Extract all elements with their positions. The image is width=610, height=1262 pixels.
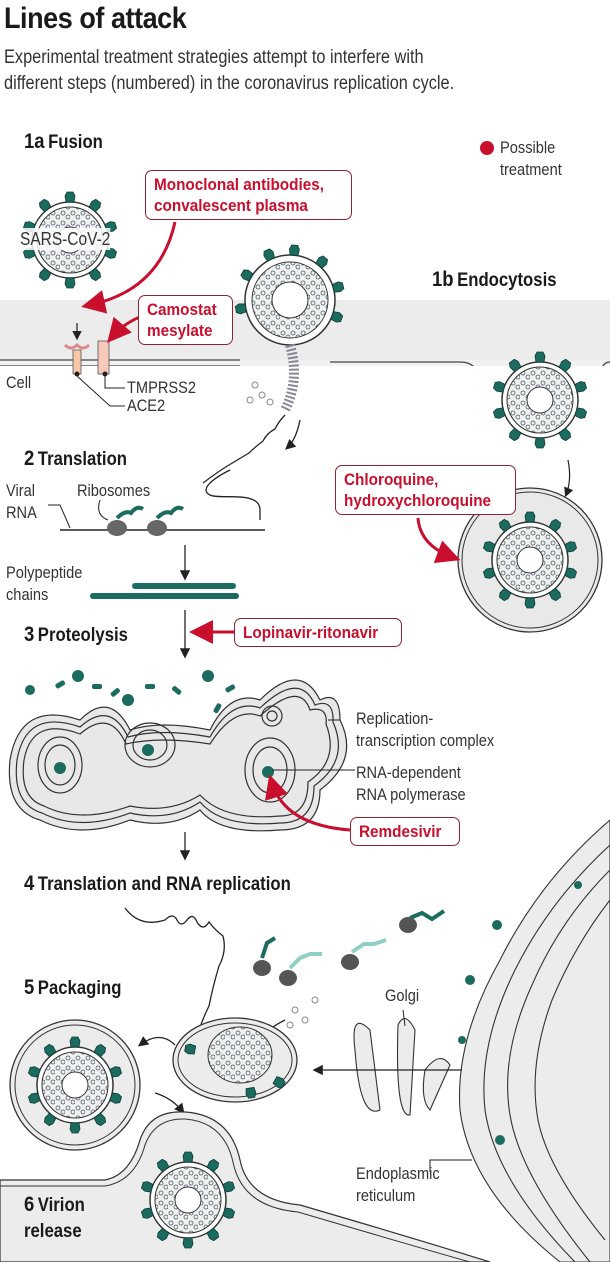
viral-rna-label: Viral RNA — [6, 480, 37, 524]
step-number: 5 — [24, 976, 35, 999]
step-name: Virion — [37, 1195, 85, 1216]
step-number: 1a — [24, 130, 45, 153]
step-number: 1b — [432, 268, 454, 291]
treatment-lopinavir-ritonavir: Lopinavir-ritonavir — [234, 618, 403, 647]
step-name: Packaging — [37, 978, 122, 999]
treatment-text: Chloroquine, — [344, 470, 439, 489]
polypeptide-label: Polypeptide chains — [6, 562, 82, 606]
ace2-receptor — [63, 342, 91, 377]
arrow-monoclonal — [81, 221, 177, 314]
plasma-membrane-bottom — [0, 1111, 491, 1262]
label-line: Endoplasmic — [356, 1164, 440, 1183]
treatment-chloroquine: Chloroquine, hydroxychloroquine — [335, 465, 517, 515]
treatment-text: Monoclonal antibodies, — [154, 175, 325, 194]
legend-text: Possible treatment — [500, 137, 562, 181]
er-label: Endoplasmic reticulum — [356, 1163, 440, 1207]
label-line: chains — [6, 585, 49, 604]
treatment-remdesivir: Remdesivir — [350, 817, 460, 846]
treatment-text: Lopinavir-ritonavir — [243, 623, 379, 642]
page-title: Lines of attack — [4, 2, 187, 35]
step-number: 3 — [24, 623, 35, 646]
step-number: 2 — [24, 447, 35, 470]
subtitle-line: different steps (numbered) in the corona… — [4, 73, 455, 94]
page-subtitle: Experimental treatment strategies attemp… — [4, 45, 454, 97]
step-name: release — [24, 1221, 82, 1242]
golgi-label: Golgi — [385, 986, 420, 1005]
step-number: 6 — [24, 1193, 35, 1216]
label-line: reticulum — [356, 1186, 416, 1205]
ribosome — [341, 938, 387, 970]
virus-label: SARS-CoV-2 — [20, 228, 111, 250]
treatment-text: hydroxychloroquine — [344, 491, 492, 510]
cell-label: Cell — [6, 373, 32, 392]
fusing-virion — [234, 244, 345, 346]
tmprss2-label: TMPRSS2 — [127, 378, 197, 397]
label-line: transcription complex — [356, 731, 495, 750]
label-line: Viral — [6, 481, 35, 500]
treatment-text: Remdesivir — [359, 822, 442, 841]
label-line: Polypeptide — [6, 563, 83, 582]
ribosome — [279, 952, 322, 986]
endoplasmic-reticulum — [458, 819, 610, 1262]
step-name: Proteolysis — [37, 625, 128, 646]
new-rna-coil — [124, 907, 225, 1047]
packaging-vesicle — [172, 1017, 298, 1103]
label-line: RNA — [6, 503, 37, 522]
treatment-monoclonal-antibodies: Monoclonal antibodies, convalescent plas… — [145, 170, 352, 220]
ribosome — [147, 505, 185, 536]
subtitle-line: Experimental treatment strategies attemp… — [4, 47, 424, 68]
packaged-virion — [9, 1019, 141, 1151]
legend-line: Possible — [500, 138, 556, 157]
step-name: Endocytosis — [457, 270, 557, 291]
label-line: RNA polymerase — [356, 785, 466, 804]
treatment-camostat-mesylate: Camostat mesylate — [138, 295, 234, 345]
treatment-text: convalescent plasma — [154, 196, 308, 215]
treatment-text: Camostat — [147, 300, 217, 319]
ribosome — [399, 909, 446, 933]
treatment-text: mesylate — [147, 321, 213, 340]
viral-rna-coil — [202, 414, 286, 484]
step-number: 4 — [24, 872, 35, 895]
step-name: Translation and RNA replication — [37, 874, 291, 895]
step-name: Fusion — [48, 132, 103, 153]
legend-line: treatment — [500, 160, 562, 179]
red-dot-icon — [480, 141, 494, 155]
golgi — [353, 1018, 451, 1116]
ace2-label: ACE2 — [127, 396, 166, 415]
ribosomes-label: Ribosomes — [77, 481, 151, 500]
ribosome — [107, 505, 145, 536]
step-name: Translation — [37, 449, 128, 470]
label-line: RNA-dependent — [356, 763, 461, 782]
label-line: Replication- — [356, 709, 434, 728]
tmprss2-receptor — [97, 340, 110, 377]
rtc-label: Replication- transcription complex — [356, 708, 494, 752]
replication-transcription-complex — [8, 679, 348, 832]
rdrp-label: RNA-dependent RNA polymerase — [356, 762, 466, 806]
ribosome — [253, 936, 277, 976]
arrow-chloroquine — [416, 517, 461, 563]
arrow-remdesivir — [264, 774, 351, 832]
